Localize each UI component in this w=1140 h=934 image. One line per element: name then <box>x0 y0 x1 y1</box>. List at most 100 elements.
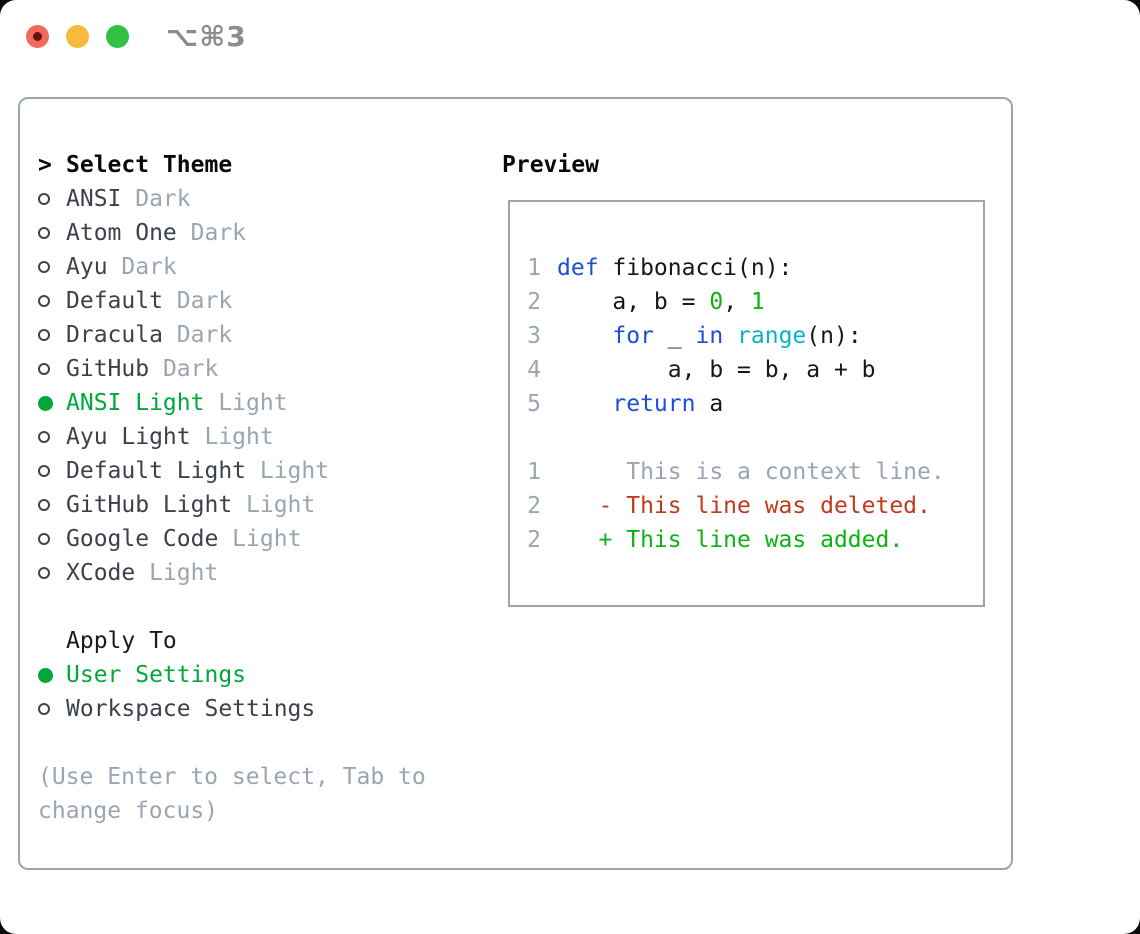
theme-picker-title: Select Theme <box>66 152 233 178</box>
radio-unselected-icon <box>38 261 66 273</box>
preview-title: Preview <box>502 152 599 178</box>
window-title: ⌥⌘3 <box>166 20 247 53</box>
radio-selected-icon <box>38 395 66 411</box>
theme-option-google-code[interactable]: Google Code Light <box>38 522 426 556</box>
theme-option-default-light[interactable]: Default Light Light <box>38 454 426 488</box>
traffic-lights <box>26 25 129 48</box>
theme-name: Ayu Light <box>66 424 191 450</box>
theme-option-github-light[interactable]: GitHub Light Light <box>38 488 426 522</box>
theme-variant-badge: Dark <box>176 220 247 246</box>
theme-name: XCode <box>66 560 136 586</box>
code-content: a, b = b, a + b <box>557 357 876 383</box>
theme-name: ANSI <box>66 186 122 212</box>
code-line: 5 return a <box>527 387 983 421</box>
radio-unselected-icon <box>38 431 66 443</box>
line-number: 1 <box>527 459 541 485</box>
theme-variant-badge: Dark <box>107 254 177 280</box>
line-number: 3 <box>527 323 541 349</box>
theme-option-ayu[interactable]: Ayu Dark <box>38 250 426 284</box>
theme-variant-badge: Dark <box>162 288 233 314</box>
close-dot-icon <box>33 32 42 41</box>
theme-option-xcode[interactable]: XCode Light <box>38 556 426 590</box>
apply-option-label: Workspace Settings <box>66 696 316 722</box>
line-number: 4 <box>527 357 541 383</box>
line-number: 1 <box>527 255 541 281</box>
help-text-line-2: change focus) <box>38 798 219 824</box>
theme-name: GitHub <box>66 356 150 382</box>
zoom-button-icon[interactable] <box>106 25 129 48</box>
line-number: 2 <box>527 527 541 553</box>
code-content: - This line was deleted. <box>557 493 931 519</box>
line-number: 5 <box>527 391 541 417</box>
spacer <box>38 726 426 760</box>
theme-variant-badge: Dark <box>121 186 191 212</box>
radio-unselected-icon <box>38 499 66 511</box>
focus-cursor: > <box>38 152 52 178</box>
theme-option-github[interactable]: GitHub Dark <box>38 352 426 386</box>
radio-selected-icon <box>38 667 66 683</box>
apply-option-workspace-settings[interactable]: Workspace Settings <box>38 692 426 726</box>
theme-name: Google Code <box>66 526 219 552</box>
theme-picker-header: > Select Theme <box>38 148 426 182</box>
spacer <box>38 590 426 624</box>
code-content: def fibonacci(n): <box>557 255 793 281</box>
theme-name: GitHub Light <box>66 492 233 518</box>
minimize-button-icon[interactable] <box>66 25 89 48</box>
theme-variant-badge: Dark <box>162 322 233 348</box>
theme-option-ayu-light[interactable]: Ayu Light Light <box>38 420 426 454</box>
line-number: 2 <box>527 289 541 315</box>
code-content: This is a context line. <box>557 459 945 485</box>
theme-variant-badge: Light <box>246 458 330 484</box>
apply-option-label: User Settings <box>66 662 247 688</box>
radio-unselected-icon <box>38 533 66 545</box>
theme-variant-badge: Light <box>190 424 274 450</box>
code-content: + This line was added. <box>557 527 904 553</box>
radio-unselected-icon <box>38 227 66 239</box>
theme-name: Default Light <box>66 458 247 484</box>
apply-to-title: Apply To <box>66 628 177 654</box>
code-line: 1 This is a context line. <box>527 455 983 489</box>
theme-variant-badge: Light <box>204 390 288 416</box>
theme-name: Atom One <box>66 220 177 246</box>
code-line: 4 a, b = b, a + b <box>527 353 983 387</box>
radio-unselected-icon <box>38 295 66 307</box>
code-content: for _ in range(n): <box>612 323 862 349</box>
theme-option-default[interactable]: Default Dark <box>38 284 426 318</box>
code-line: 1 def fibonacci(n): <box>527 251 983 285</box>
line-number: 2 <box>527 493 541 519</box>
theme-name: ANSI Light <box>66 390 205 416</box>
apply-to-header: Apply To <box>38 624 426 658</box>
theme-name: Dracula <box>66 322 163 348</box>
theme-variant-badge: Dark <box>149 356 219 382</box>
radio-unselected-icon <box>38 193 66 205</box>
theme-name: Ayu <box>66 254 108 280</box>
code-line <box>527 421 983 455</box>
code-line: 3 for _ in range(n): <box>527 319 983 353</box>
theme-variant-badge: Light <box>218 526 302 552</box>
theme-option-atom-one[interactable]: Atom One Dark <box>38 216 426 250</box>
code-content: return a <box>612 391 724 417</box>
radio-unselected-icon <box>38 567 66 579</box>
code-line: 2 - This line was deleted. <box>527 489 983 523</box>
theme-option-ansi-light[interactable]: ANSI Light Light <box>38 386 426 420</box>
radio-unselected-icon <box>38 465 66 477</box>
radio-unselected-icon <box>38 703 66 715</box>
radio-unselected-icon <box>38 329 66 341</box>
code-content: a, b = 0, 1 <box>557 289 765 315</box>
code-line: 2 a, b = 0, 1 <box>527 285 983 319</box>
close-button-icon[interactable] <box>26 25 49 48</box>
theme-variant-badge: Light <box>135 560 219 586</box>
help-text-line-1: (Use Enter to select, Tab to <box>38 764 426 790</box>
theme-option-ansi[interactable]: ANSI Dark <box>38 182 426 216</box>
radio-unselected-icon <box>38 363 66 375</box>
theme-variant-badge: Light <box>232 492 316 518</box>
code-line: 2 + This line was added. <box>527 523 983 557</box>
apply-option-user-settings[interactable]: User Settings <box>38 658 426 692</box>
theme-option-dracula[interactable]: Dracula Dark <box>38 318 426 352</box>
